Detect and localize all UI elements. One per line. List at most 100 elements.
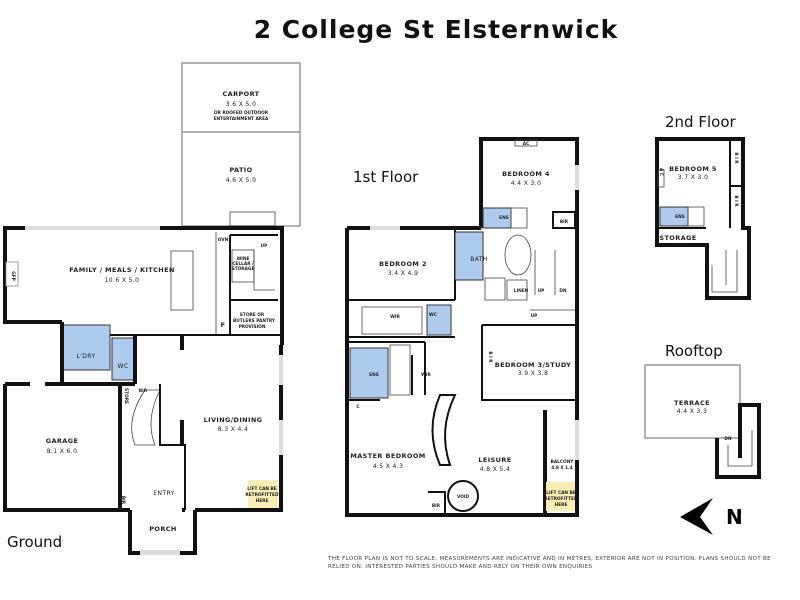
room-dims-living: 8.3 X 4.4 xyxy=(218,426,249,433)
gas-fireplace xyxy=(5,261,19,287)
store-label-2: BUTLERS PANTRY xyxy=(233,318,276,324)
lift-zone-ground xyxy=(248,480,278,508)
lift-zone-first xyxy=(546,482,575,511)
carport-note-1: OR ROOFED OUTDOOR xyxy=(214,110,269,116)
disclaimer-line-2: RELIED ON. INTERESTED PARTIES SHOULD MAK… xyxy=(328,564,592,570)
room-label-wc: WC xyxy=(118,363,129,370)
room-label-carport: CARPORT xyxy=(222,90,259,98)
lift-note-first-1: LIFT CAN BE xyxy=(546,490,576,496)
room-label-c: C xyxy=(356,404,359,410)
disclaimer-line-1: THE FLOOR PLAN IS NOT TO SCALE; MEASUREM… xyxy=(327,556,771,562)
wine-label-2: CELLAR / xyxy=(232,261,254,267)
room-dims-balcony: 4.8 X 1.4 xyxy=(551,465,573,471)
fridge-label: F xyxy=(221,321,226,329)
room-label-bir-b: B I R xyxy=(733,195,739,207)
room-label-wir-bed2: WIR xyxy=(390,314,400,320)
room-label-bir-bed3: B I R xyxy=(487,351,493,363)
room-label-living: LIVING/DINING xyxy=(204,416,263,424)
lift-note-first-3: HERE xyxy=(555,502,568,508)
room-label-bir-entry: BIR xyxy=(120,496,126,505)
room-label-bir: BIR xyxy=(139,388,148,394)
floor-label-ground: Ground xyxy=(7,533,62,551)
room-dims-terrace: 4.4 X 3.3 xyxy=(677,408,708,415)
room-label-wc-first: WC xyxy=(429,312,437,318)
room-label-bir-bed4: BIR xyxy=(560,219,569,225)
wine-label-3: STORAGE xyxy=(232,266,255,272)
room-label-patio: PATIO xyxy=(229,166,252,174)
rooftop xyxy=(644,364,761,479)
room-label-porch: PORCH xyxy=(149,525,177,533)
stairs-up-label: UP xyxy=(261,243,268,249)
laundry-area xyxy=(61,324,111,371)
bbq-fixture xyxy=(229,211,276,227)
stairs-up-label-first: UP xyxy=(538,288,545,294)
room-label-terrace: TERRACE xyxy=(674,399,710,407)
ac-label-bed4: AC xyxy=(523,141,529,147)
lift-note-2: RETROFITTED xyxy=(245,492,279,498)
room-label-linen: LINEN xyxy=(514,288,529,294)
bath-area xyxy=(454,231,484,281)
room-label-bath: BATH xyxy=(470,256,488,263)
room-label-bedroom-2: BEDROOM 2 xyxy=(379,260,427,268)
room-label-ens-bed5: ENS xyxy=(675,214,685,220)
ground-floor xyxy=(3,62,301,555)
room-label-laundry: L'DRY xyxy=(76,353,95,360)
ac-label-bed5: A C xyxy=(658,168,664,176)
stairs-down-label-rooftop: DN xyxy=(724,436,732,442)
room-dims-leisure: 4.8 X 5.4 xyxy=(480,466,511,473)
second-floor xyxy=(655,137,751,300)
floor-label-second: 2nd Floor xyxy=(665,113,736,131)
floor-label-rooftop: Rooftop xyxy=(665,342,723,360)
room-label-master: MASTER BEDROOM xyxy=(350,452,425,460)
wc-area-ground xyxy=(111,337,135,381)
room-label-ens-bed4: ENS xyxy=(499,215,509,221)
room-label-entry: ENTRY xyxy=(153,490,174,497)
room-label-wir-master: WIR xyxy=(421,372,431,378)
room-label-store: STORE xyxy=(123,388,129,404)
ensuite-master xyxy=(349,347,389,399)
room-label-bir-master: BIR xyxy=(432,503,441,509)
room-dims-bedroom-3: 3.9 X 3.8 xyxy=(518,370,549,377)
bathtub xyxy=(504,234,532,276)
room-label-ens-master: ENS xyxy=(369,372,379,378)
gfp-label: GFP xyxy=(10,271,16,281)
stairs-up-label-2: UP xyxy=(531,313,538,319)
lift-note-first-2: RETROFITTED xyxy=(544,496,578,502)
void-label: VOID xyxy=(457,494,470,500)
stairs-down-label-first: DN xyxy=(559,288,567,294)
terrace-outline xyxy=(644,364,741,439)
first-floor xyxy=(345,137,579,517)
room-label-bedroom-3: BEDROOM 3/STUDY xyxy=(495,361,572,369)
room-label-storage: STORAGE xyxy=(659,234,696,242)
store-label-3: PROVISION xyxy=(239,324,266,330)
plan-title: 2 College St Elsternwick xyxy=(254,15,619,44)
room-dims-master: 4.5 X 4.3 xyxy=(373,463,404,470)
floor-label-first: 1st Floor xyxy=(353,168,419,186)
north-arrow-icon xyxy=(680,498,713,535)
room-label-bir-a: B I R xyxy=(733,152,739,164)
room-dims-bedroom-4: 4.4 X 3.0 xyxy=(511,180,542,187)
wc-area-first xyxy=(426,304,452,336)
lift-note-3: HERE xyxy=(256,498,269,504)
room-label-garage: GARAGE xyxy=(46,437,79,445)
store-label-1: STORE OR xyxy=(240,312,265,318)
void-circle xyxy=(447,480,479,512)
room-dims-family: 10.6 X 5.0 xyxy=(105,277,140,284)
room-dims-bedroom-5: 3.7 X 3.0 xyxy=(678,174,709,181)
room-label-family: FAMILY / MEALS / KITCHEN xyxy=(69,266,175,274)
carport-note-2: ENTERTAINMENT AREA xyxy=(214,116,269,122)
room-dims-garage: 8.1 X 6.0 xyxy=(47,448,78,455)
room-label-balcony: BALCONY xyxy=(551,459,575,465)
oven-label: OVN xyxy=(218,237,229,243)
carport-patio-outline xyxy=(181,62,301,227)
room-dims-patio: 4.6 X 5.0 xyxy=(226,177,257,184)
lift-note-1: LIFT CAN BE xyxy=(247,486,277,492)
room-label-leisure: LEISURE xyxy=(478,456,511,464)
kitchen-island xyxy=(170,250,194,311)
room-dims-bedroom-2: 3.4 X 4.9 xyxy=(388,270,419,277)
room-label-bedroom-4: BEDROOM 4 xyxy=(502,170,550,178)
wine-label-1: WINE xyxy=(237,256,250,262)
room-dims-carport: 3.6 X 5.0 xyxy=(226,101,257,108)
room-label-bedroom-5: BEDROOM 5 xyxy=(669,165,717,173)
